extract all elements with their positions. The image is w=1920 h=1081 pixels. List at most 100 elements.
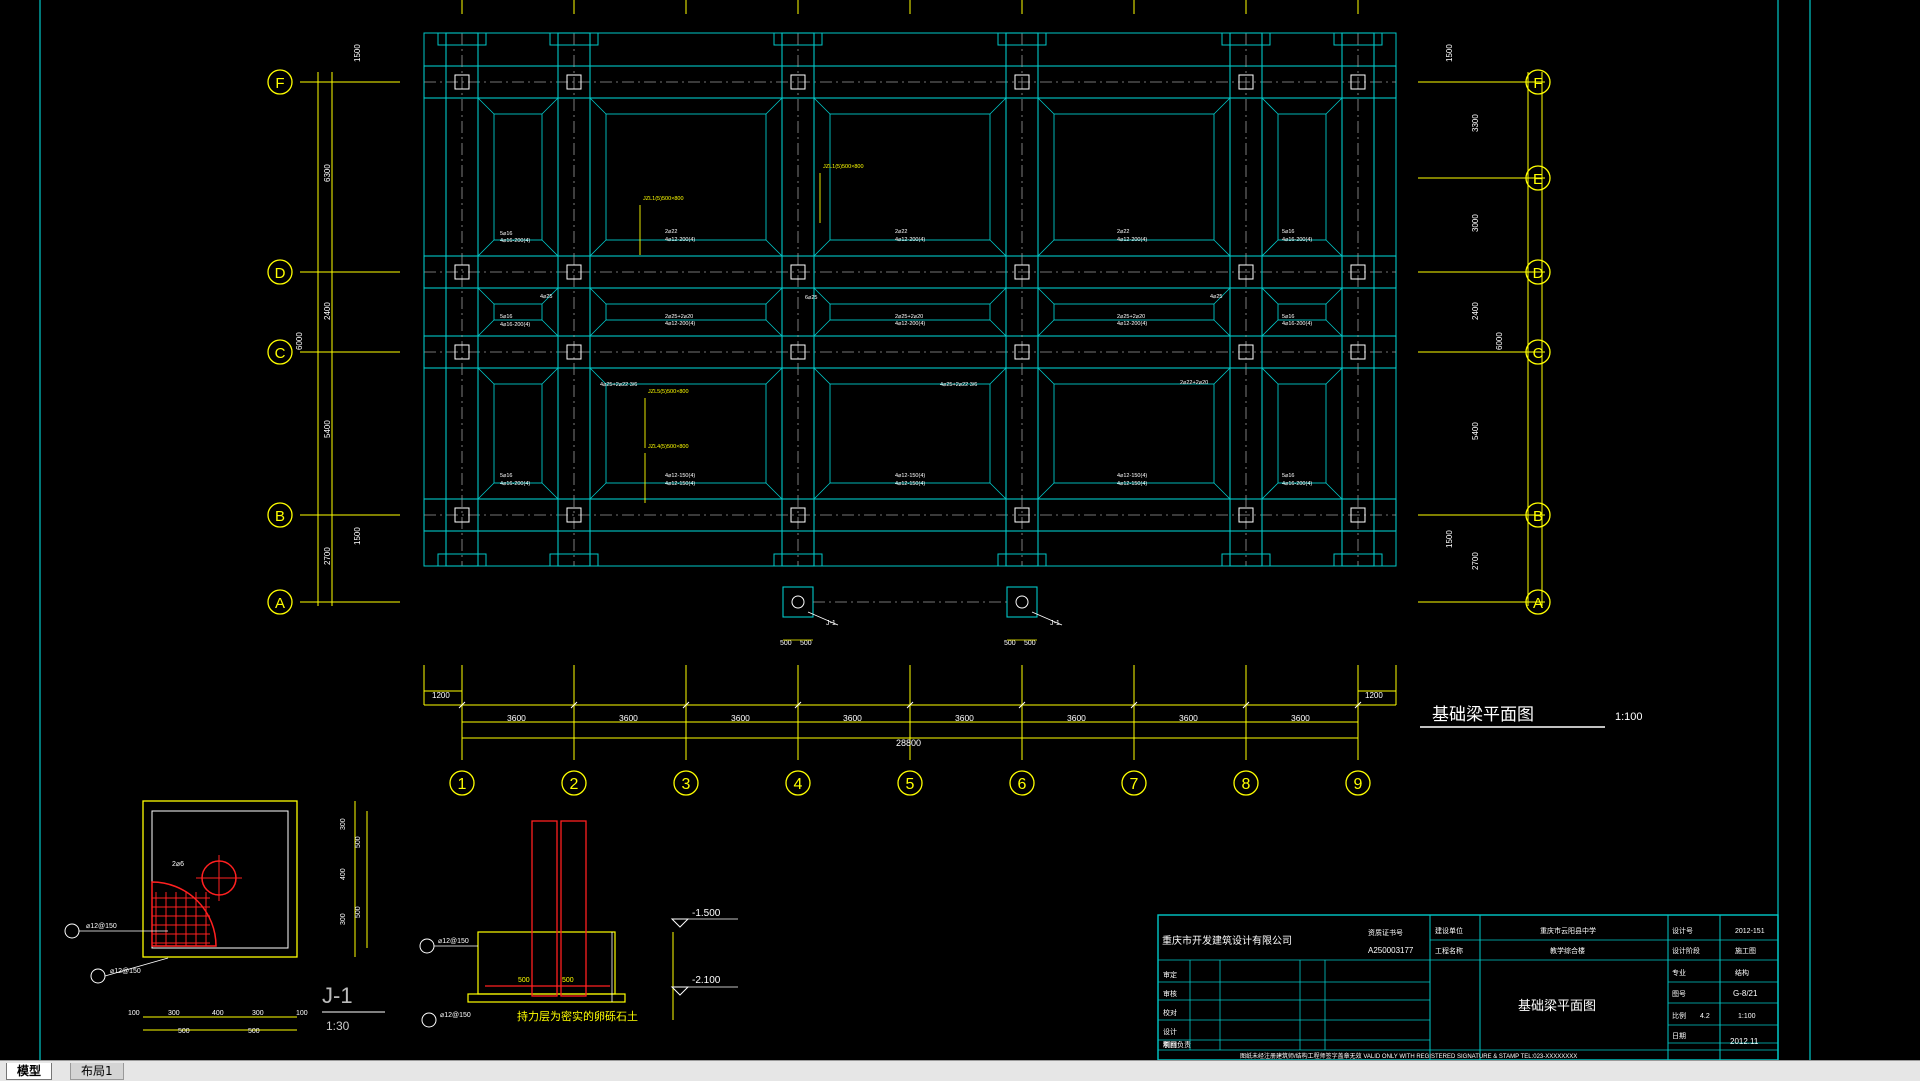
haunch-line — [541, 287, 559, 305]
slab-panel — [1053, 383, 1215, 484]
haunch-line — [989, 97, 1007, 115]
dim-text-left: 2400 — [323, 302, 332, 320]
haunch-line — [1213, 287, 1231, 305]
beam-annotation: 4⌀12-200(4) — [665, 321, 695, 327]
rebar-zone — [151, 881, 217, 947]
haunch-line — [1037, 482, 1055, 500]
haunch-line — [1325, 482, 1343, 500]
beam-annotation: 4⌀16-200(4) — [500, 322, 530, 328]
detail-dim-text: 100 — [296, 1010, 308, 1017]
haunch-line — [765, 287, 783, 305]
callout-bubble — [419, 938, 435, 954]
tab-layout1[interactable]: 布局1 — [70, 1063, 124, 1080]
haunch-line — [989, 239, 1007, 257]
beam-annotation: 4⌀16-200(4) — [500, 238, 530, 244]
detail-dim-text: 100 — [128, 1010, 140, 1017]
dim-tick — [1018, 701, 1026, 709]
grid-label-row: F — [275, 75, 284, 92]
detail-dim-text: 400 — [212, 1010, 224, 1017]
plan-scale: 1:100 — [1615, 711, 1643, 723]
haunch-line — [541, 319, 559, 337]
grid-label-row: D — [275, 265, 286, 282]
grid-bubble-col — [1345, 770, 1371, 796]
grid-label-row: A — [275, 595, 285, 612]
dim-text-edge: 1200 — [432, 691, 450, 700]
dim-text-right: 3000 — [1471, 214, 1480, 232]
haunch-line — [1037, 287, 1055, 305]
dim-tick — [682, 701, 690, 709]
callout-bubble — [90, 968, 106, 984]
dim-text-left: 5400 — [323, 420, 332, 438]
beam-annotation: 2⌀25+2⌀20 — [895, 314, 923, 320]
slab-panel — [493, 383, 543, 484]
section-column-rebar — [560, 820, 587, 997]
grid-bubble-col — [1121, 770, 1147, 796]
beam-annotation: 4⌀12-150(4) — [665, 473, 695, 479]
column — [454, 507, 470, 523]
dim-tick — [1130, 701, 1138, 709]
dim-tick — [570, 701, 578, 709]
haunch-line — [1325, 287, 1343, 305]
foundation-plan: 5⌀164⌀16-200(4)2⌀224⌀12-200(4)2⌀224⌀12-2… — [423, 32, 1397, 647]
role-label: 设计 — [1163, 1027, 1177, 1036]
grid-bubble-col — [561, 770, 587, 796]
tab-model[interactable]: 模型 — [6, 1063, 53, 1080]
dim-text-edge: 1200 — [1365, 691, 1383, 700]
beam-end — [1221, 32, 1271, 46]
grid-label-row: B — [1533, 508, 1543, 525]
slab-panel — [1053, 113, 1215, 241]
beam-annotation: 4⌀25 — [1210, 294, 1223, 300]
dim-text-left: 6000 — [295, 332, 304, 350]
beam-end — [549, 32, 599, 46]
beam-annotation: 4⌀12-200(4) — [895, 321, 925, 327]
sheet: G-8/21 — [1733, 989, 1758, 998]
dim-tick — [906, 701, 914, 709]
plan-title: 基础梁平面图 — [1432, 705, 1534, 724]
section-dim: 500 — [518, 977, 530, 984]
beam-end — [997, 32, 1047, 46]
dim-text-right: 2700 — [1471, 552, 1480, 570]
column — [790, 74, 806, 90]
subproject-name: 教学综合楼 — [1550, 946, 1585, 955]
detail-inner — [151, 810, 289, 949]
haunch-line — [1325, 367, 1343, 385]
role-label: 校对 — [1163, 1008, 1177, 1017]
haunch-line — [589, 367, 607, 385]
beam-annotation: 4⌀12-200(4) — [1117, 321, 1147, 327]
beam-annotation: 4⌀25+2⌀22 3/6 — [600, 382, 637, 388]
dim-text-right: 2400 — [1471, 302, 1480, 320]
slab-panel — [493, 113, 543, 241]
beam-annotation: 5⌀16 — [1282, 229, 1295, 235]
haunch-line — [1261, 482, 1279, 500]
haunch-line — [477, 319, 495, 337]
callout-bubble — [64, 923, 80, 939]
grid-label-row: F — [1533, 75, 1542, 92]
beam-annotation: 4⌀16-200(4) — [1282, 237, 1312, 243]
section-footing — [477, 931, 616, 995]
slab-panel — [493, 303, 543, 321]
haunch-line — [765, 367, 783, 385]
grid-label-row: A — [1533, 595, 1543, 612]
beam-annotation: 2⌀22 — [1117, 229, 1130, 235]
pad-dim: 500 — [1004, 640, 1016, 647]
column — [790, 507, 806, 523]
grid-bubble-row — [1525, 339, 1551, 365]
haunch-line — [477, 287, 495, 305]
beam-annotation: 4⌀16-200(4) — [1282, 321, 1312, 327]
grid-bubble-col — [1009, 770, 1035, 796]
slab-panel — [1277, 303, 1327, 321]
callout-bubble — [421, 1012, 437, 1028]
dim-text-bay: 3600 — [1179, 713, 1198, 723]
haunch-line — [813, 239, 831, 257]
haunch-line — [541, 482, 559, 500]
column — [566, 264, 582, 280]
haunch-line — [989, 319, 1007, 337]
elev-marker — [670, 918, 690, 928]
slab-panel — [829, 303, 991, 321]
dim-tick — [794, 701, 802, 709]
column — [1238, 344, 1254, 360]
haunch-line — [1213, 367, 1231, 385]
slab-panel — [605, 383, 767, 484]
